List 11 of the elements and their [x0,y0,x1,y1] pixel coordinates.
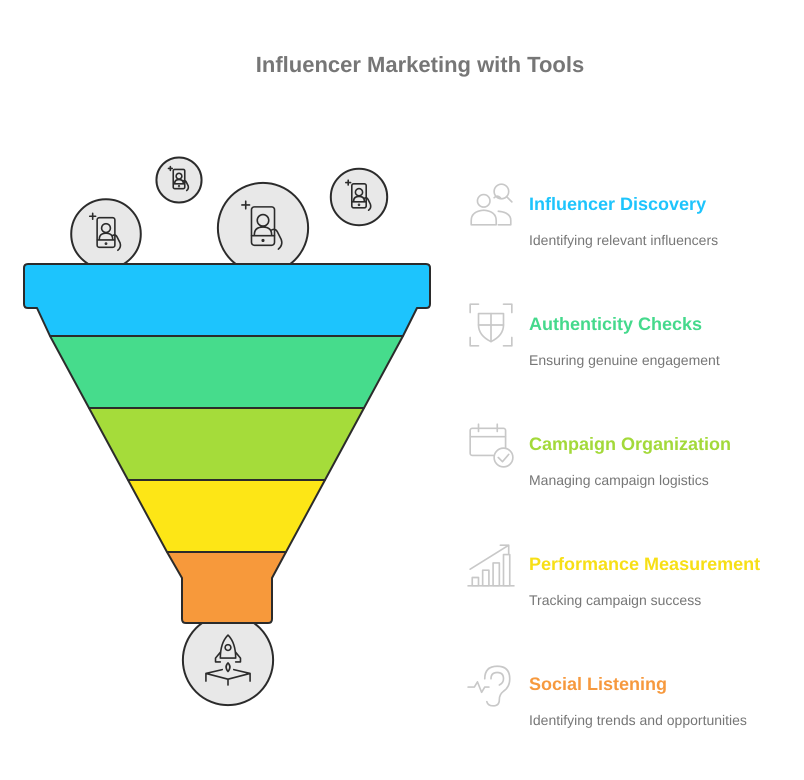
stage-heading: Campaign Organization [529,433,732,455]
stage-heading: Influencer Discovery [529,193,706,215]
stage-description: Identifying trends and opportunities [529,711,747,729]
stage-description: Identifying relevant influencers [529,231,718,249]
diagram-title: Influencer Marketing with Tools [256,51,584,79]
stage-description: Managing campaign logistics [529,471,709,489]
stage-description: Tracking campaign success [529,591,702,609]
stage-heading: Performance Measurement [529,553,760,575]
stage-heading: Authenticity Checks [529,313,702,335]
stage-description: Ensuring genuine engagement [529,351,720,369]
stage-heading: Social Listening [529,673,668,695]
